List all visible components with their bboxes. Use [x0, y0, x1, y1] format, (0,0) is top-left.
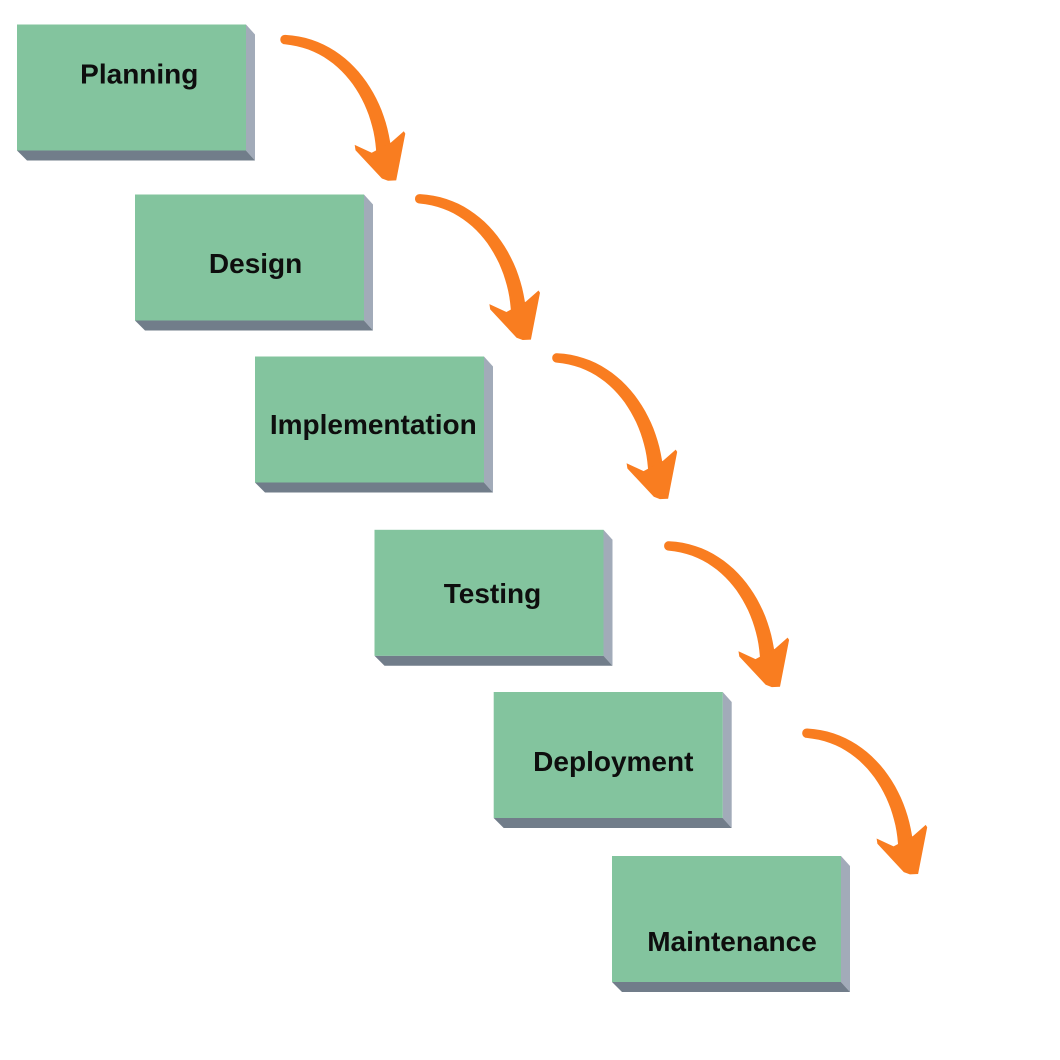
arrow-head-icon: [738, 637, 790, 688]
box-bottom-face: [17, 150, 255, 161]
box-right-face: [603, 529, 613, 666]
arrow-head-icon: [489, 290, 540, 340]
box-bottom-face: [374, 655, 613, 666]
arrow-head-icon: [626, 449, 678, 500]
box-bottom-face: [255, 482, 493, 493]
box-right-face: [841, 856, 850, 992]
flow-arrow-2: [415, 194, 540, 340]
flow-arrow-5: [802, 728, 928, 875]
step-implementation: Implementation: [255, 356, 493, 493]
box-front-face: [612, 856, 841, 982]
step-label-testing: Testing: [444, 578, 541, 609]
flow-arrow-4: [664, 541, 790, 688]
flow-arrow-1: [280, 34, 406, 181]
box-bottom-face: [612, 982, 850, 992]
box-right-face: [364, 194, 373, 331]
box-front-face: [493, 692, 723, 818]
step-maintenance: Maintenance: [612, 856, 850, 992]
box-front-face: [374, 529, 604, 656]
step-testing: Testing: [374, 529, 613, 666]
step-deployment: Deployment: [493, 692, 732, 828]
step-label-implementation: Implementation: [270, 409, 477, 440]
arrow-head-icon: [876, 824, 928, 875]
box-bottom-face: [493, 818, 732, 828]
box-right-face: [722, 692, 732, 828]
arrow-shaft: [664, 541, 776, 674]
flow-arrow-3: [552, 353, 678, 500]
step-design: Design: [135, 194, 373, 331]
step-label-deployment: Deployment: [533, 746, 693, 777]
arrow-head-icon: [354, 131, 406, 181]
box-front-face: [255, 356, 484, 483]
box-front-face: [17, 24, 246, 151]
box-bottom-face: [135, 320, 373, 331]
step-label-design: Design: [209, 248, 302, 279]
arrow-shaft: [415, 194, 527, 327]
arrow-shaft: [280, 34, 392, 167]
step-label-maintenance: Maintenance: [647, 926, 817, 957]
arrow-shaft: [802, 728, 914, 861]
box-right-face: [246, 24, 255, 161]
box-right-face: [484, 356, 493, 493]
box-front-face: [135, 194, 364, 321]
step-planning: Planning: [17, 24, 255, 161]
arrow-shaft: [552, 353, 664, 486]
step-label-planning: Planning: [80, 59, 198, 90]
